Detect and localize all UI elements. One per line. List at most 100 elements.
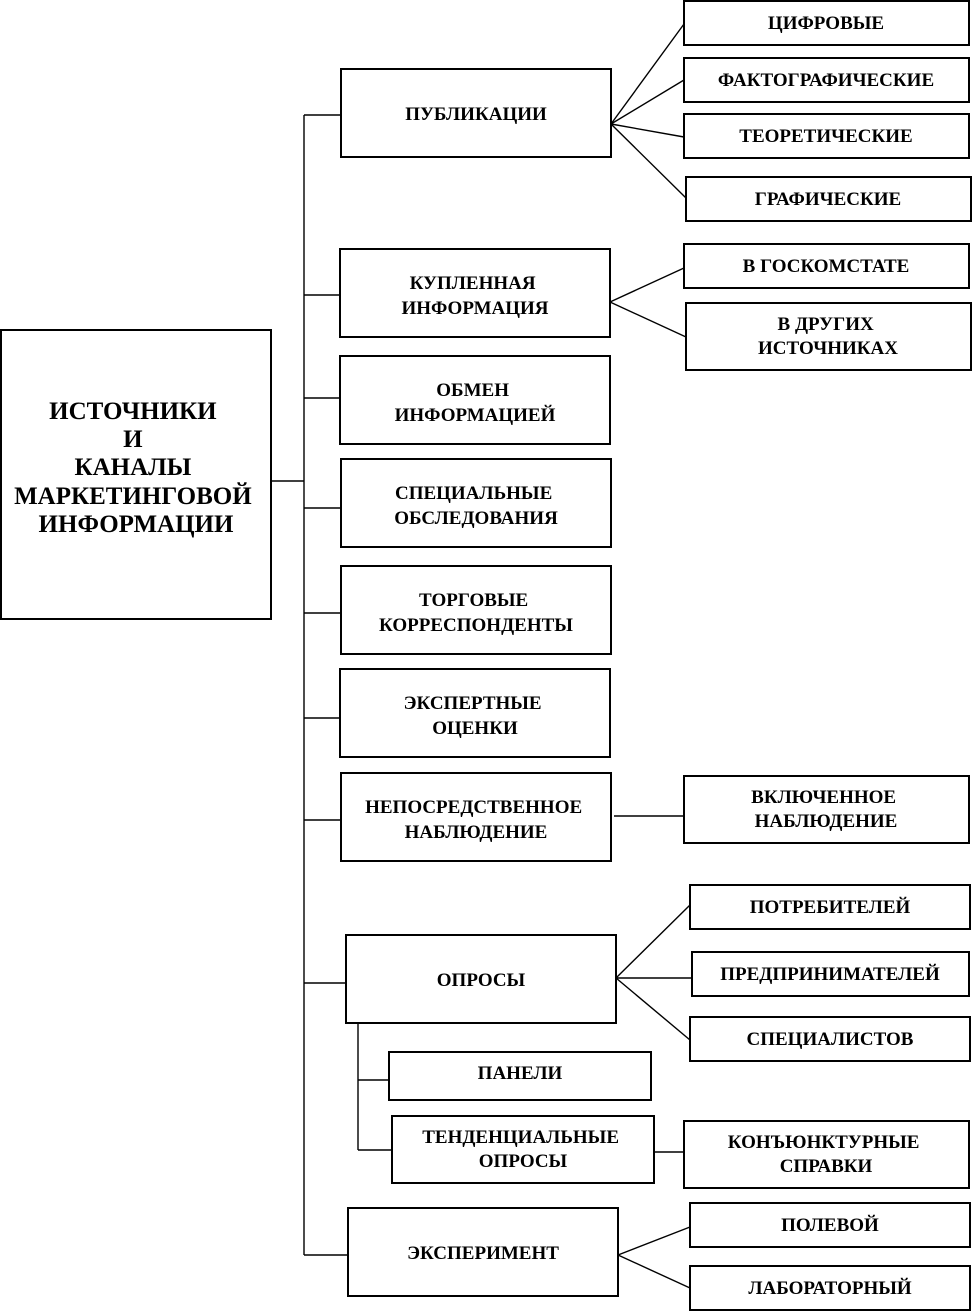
node-exchange-line-2: ИНФОРМАЦИЕЙ xyxy=(395,404,556,426)
node-graphic-line-1: ГРАФИЧЕСКИЕ xyxy=(755,189,901,210)
node-digital-label: ЦИФРОВЫЕ xyxy=(768,13,884,34)
node-experiment-label: ЭКСПЕРИМЕНТ xyxy=(407,1243,559,1264)
node-entrepreneurs-label: ПРЕДПРИНИМАТЕЛЕЙ xyxy=(720,963,940,985)
node-trend-polls-line-1: ТЕНДЕНЦИАЛЬНЫЕ xyxy=(422,1127,619,1148)
node-publications-label: ПУБЛИКАЦИИ xyxy=(405,104,547,125)
node-trade-correspondents-line-2: КОРРЕСПОНДЕНТЫ xyxy=(379,615,573,636)
connector-polls-consumers xyxy=(615,904,691,979)
node-publications: ПУБЛИКАЦИИ xyxy=(340,68,612,158)
node-other-sources-label: В ДРУГИХ ИСТОЧНИКАХ xyxy=(758,314,898,359)
node-digital-line-1: ЦИФРОВЫЕ xyxy=(768,13,884,34)
connector-purchased-other xyxy=(609,301,687,338)
node-trend-polls: ТЕНДЕНЦИАЛЬНЫЕ ОПРОСЫ xyxy=(391,1115,655,1184)
node-trade-correspondents-label: ТОРГОВЫЕ КОРРЕСПОНДЕНТЫ xyxy=(379,590,573,636)
node-purchased-line-1: КУПЛЕННАЯ xyxy=(410,273,536,294)
node-publications-line-1: ПУБЛИКАЦИИ xyxy=(405,104,547,125)
connector-publications-factual xyxy=(610,79,685,125)
node-panels-label: ПАНЕЛИ xyxy=(478,1063,563,1084)
node-surveys-special-label: СПЕЦИАЛЬНЫЕ ОБСЛЕДОВАНИЯ xyxy=(394,483,558,529)
node-participant-observation-line-2: НАБЛЮДЕНИЕ xyxy=(755,811,898,832)
root-label-line-4: МАРКЕТИНГОВОЙ xyxy=(14,482,252,510)
node-other-sources-line-2: ИСТОЧНИКАХ xyxy=(758,338,898,359)
node-direct-observation-label: НЕПОСРЕДСТВЕННОЕ НАБЛЮДЕНИЕ xyxy=(365,797,587,843)
connector-publications-theoretical xyxy=(610,123,685,138)
node-specialists-line-1: СПЕЦИАЛИСТОВ xyxy=(747,1029,914,1050)
node-consumers-label: ПОТРЕБИТЕЛЕЙ xyxy=(750,896,911,918)
node-laboratory: ЛАБОРАТОРНЫЙ xyxy=(689,1265,971,1311)
node-market-reports-line-1: КОНЪЮНКТУРНЫЕ xyxy=(728,1132,920,1153)
connector-publications-graphic xyxy=(610,123,687,199)
node-field-label: ПОЛЕВОЙ xyxy=(781,1214,879,1236)
node-polls-line-1: ОПРОСЫ xyxy=(437,970,526,991)
node-panels-line-1: ПАНЕЛИ xyxy=(478,1063,563,1084)
node-surveys-special-line-1: СПЕЦИАЛЬНЫЕ xyxy=(395,483,552,504)
node-market-reports-line-2: СПРАВКИ xyxy=(780,1156,873,1177)
node-specialists: СПЕЦИАЛИСТОВ xyxy=(689,1016,971,1062)
node-specialists-label: СПЕЦИАЛИСТОВ xyxy=(747,1029,914,1050)
node-purchased-label: КУПЛЕННАЯ ИНФОРМАЦИЯ xyxy=(401,273,548,319)
node-goskomstat-label: В ГОСКОМСТАТЕ xyxy=(743,256,910,277)
connector-experiment-field xyxy=(617,1226,691,1256)
node-surveys-special: СПЕЦИАЛЬНЫЕ ОБСЛЕДОВАНИЯ xyxy=(340,458,612,548)
node-expert-estimates: ЭКСПЕРТНЫЕ ОЦЕНКИ xyxy=(339,668,611,758)
node-trade-correspondents-line-1: ТОРГОВЫЕ xyxy=(419,590,528,611)
node-other-sources: В ДРУГИХ ИСТОЧНИКАХ xyxy=(685,302,972,371)
node-purchased-line-2: ИНФОРМАЦИЯ xyxy=(401,298,548,319)
root-label-line-2: И xyxy=(123,426,143,453)
node-polls: ОПРОСЫ xyxy=(345,934,617,1024)
root-node: ИСТОЧНИКИ И КАНАЛЫ МАРКЕТИНГОВОЙ ИНФОРМА… xyxy=(0,329,272,620)
node-participant-observation-line-1: ВКЛЮЧЕННОЕ xyxy=(751,787,896,808)
node-theoretical-label: ТЕОРЕТИЧЕСКИЕ xyxy=(739,126,912,147)
node-participant-observation-label: ВКЛЮЧЕННОЕ НАБЛЮДЕНИЕ xyxy=(751,787,901,832)
node-theoretical-line-1: ТЕОРЕТИЧЕСКИЕ xyxy=(739,126,912,147)
node-experiment: ЭКСПЕРИМЕНТ xyxy=(347,1207,619,1297)
node-goskomstat: В ГОСКОМСТАТЕ xyxy=(683,243,970,289)
node-market-reports: КОНЪЮНКТУРНЫЕ СПРАВКИ xyxy=(683,1120,970,1189)
node-trade-correspondents: ТОРГОВЫЕ КОРРЕСПОНДЕНТЫ xyxy=(340,565,612,655)
node-digital: ЦИФРОВЫЕ xyxy=(683,0,970,46)
connector-purchased-goskomstat xyxy=(609,267,685,303)
node-entrepreneurs: ПРЕДПРИНИМАТЕЛЕЙ xyxy=(691,951,970,997)
root-node-label: ИСТОЧНИКИ И КАНАЛЫ МАРКЕТИНГОВОЙ ИНФОРМА… xyxy=(14,398,258,538)
node-graphic-label: ГРАФИЧЕСКИЕ xyxy=(755,189,901,210)
node-direct-observation: НЕПОСРЕДСТВЕННОЕ НАБЛЮДЕНИЕ xyxy=(340,772,612,862)
node-field: ПОЛЕВОЙ xyxy=(689,1202,971,1248)
node-exchange-line-1: ОБМЕН xyxy=(436,380,509,401)
node-entrepreneurs-line-1: ПРЕДПРИНИМАТЕЛЕЙ xyxy=(720,963,940,985)
node-trend-polls-label: ТЕНДЕНЦИАЛЬНЫЕ ОПРОСЫ xyxy=(422,1127,624,1172)
connectors xyxy=(271,23,692,1289)
node-purchased: КУПЛЕННАЯ ИНФОРМАЦИЯ xyxy=(339,248,611,338)
connector-experiment-laboratory xyxy=(617,1254,691,1289)
node-polls-label: ОПРОСЫ xyxy=(437,970,526,991)
root-label-line-1: ИСТОЧНИКИ xyxy=(49,398,217,425)
node-factual: ФАКТОГРАФИЧЕСКИЕ xyxy=(683,57,970,103)
node-exchange-label: ОБМЕН ИНФОРМАЦИЕЙ xyxy=(395,380,556,426)
node-participant-observation: ВКЛЮЧЕННОЕ НАБЛЮДЕНИЕ xyxy=(683,775,970,844)
node-direct-observation-line-1: НЕПОСРЕДСТВЕННОЕ xyxy=(365,797,582,818)
node-expert-estimates-label: ЭКСПЕРТНЫЕ ОЦЕНКИ xyxy=(404,693,547,739)
node-experiment-line-1: ЭКСПЕРИМЕНТ xyxy=(407,1243,559,1264)
node-expert-estimates-line-2: ОЦЕНКИ xyxy=(432,718,518,739)
node-laboratory-label: ЛАБОРАТОРНЫЙ xyxy=(748,1277,912,1299)
connector-publications-digital xyxy=(610,23,685,125)
node-market-reports-label: КОНЪЮНКТУРНЫЕ СПРАВКИ xyxy=(728,1132,924,1177)
node-trend-polls-line-2: ОПРОСЫ xyxy=(479,1151,568,1172)
node-panels: ПАНЕЛИ xyxy=(388,1051,652,1101)
node-other-sources-line-1: В ДРУГИХ xyxy=(778,314,874,335)
node-exchange: ОБМЕН ИНФОРМАЦИЕЙ xyxy=(339,355,611,445)
node-laboratory-line-1: ЛАБОРАТОРНЫЙ xyxy=(748,1277,912,1299)
node-theoretical: ТЕОРЕТИЧЕСКИЕ xyxy=(683,113,970,159)
root-label-line-3: КАНАЛЫ xyxy=(74,454,191,481)
node-field-line-1: ПОЛЕВОЙ xyxy=(781,1214,879,1236)
node-direct-observation-line-2: НАБЛЮДЕНИЕ xyxy=(405,822,548,843)
node-expert-estimates-line-1: ЭКСПЕРТНЫЕ xyxy=(404,693,542,714)
root-label-line-5: ИНФОРМАЦИИ xyxy=(39,511,234,538)
node-surveys-special-line-2: ОБСЛЕДОВАНИЯ xyxy=(394,508,558,529)
node-graphic: ГРАФИЧЕСКИЕ xyxy=(685,176,972,222)
node-consumers: ПОТРЕБИТЕЛЕЙ xyxy=(689,884,971,930)
node-factual-label: ФАКТОГРАФИЧЕСКИЕ xyxy=(718,70,934,91)
connector-polls-specialists xyxy=(615,977,691,1041)
node-factual-line-1: ФАКТОГРАФИЧЕСКИЕ xyxy=(718,70,934,91)
node-consumers-line-1: ПОТРЕБИТЕЛЕЙ xyxy=(750,896,911,918)
